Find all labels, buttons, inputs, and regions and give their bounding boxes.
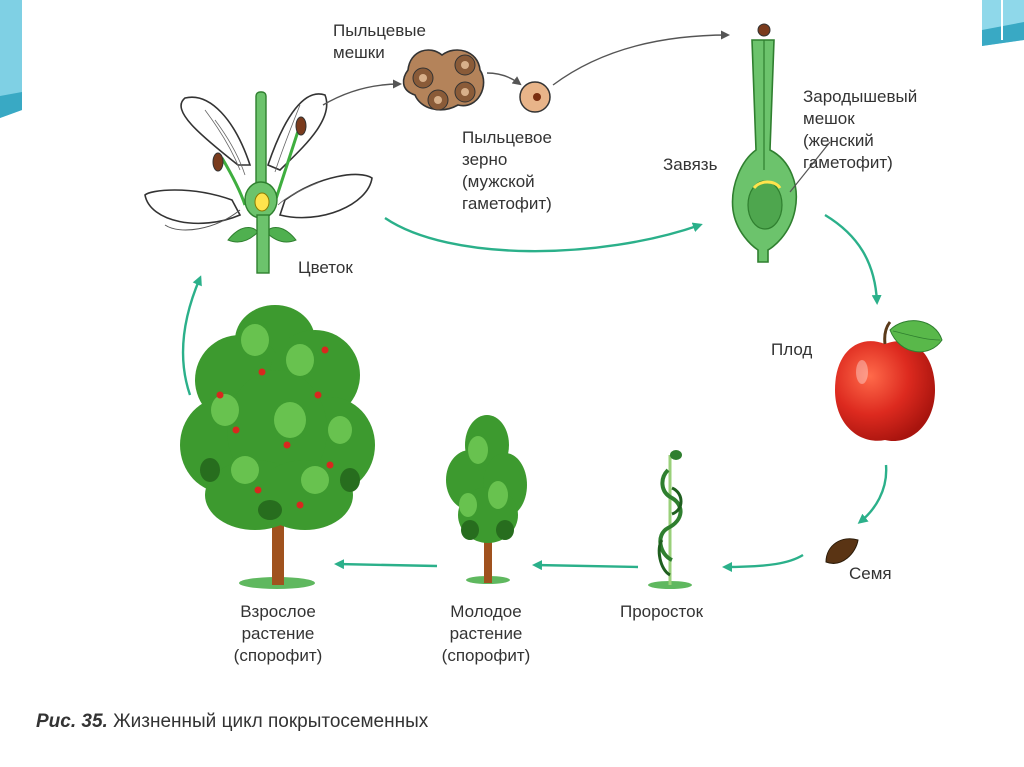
pollen-sacs-illustration bbox=[402, 49, 485, 111]
seed-illustration bbox=[825, 538, 859, 564]
fruit-label: Плод bbox=[771, 340, 813, 359]
pointer-arrows bbox=[322, 30, 831, 193]
ovary-illustration bbox=[731, 23, 797, 263]
young-plant-label: Молодое растение (спорофит) bbox=[441, 602, 531, 665]
young-plant-illustration bbox=[446, 415, 527, 584]
seedling-label: Проросток bbox=[620, 602, 704, 621]
seedling-illustration bbox=[648, 450, 692, 589]
pollen-grain-label: Пыльцевое зерно (мужской гаметофит) bbox=[462, 128, 552, 213]
cycle-arrows bbox=[181, 213, 888, 572]
pollen-sacs-label: Пыльцевые мешки bbox=[333, 21, 426, 62]
embryo-sac-label: Зародышевый мешок (женский гаметофит) bbox=[803, 87, 918, 172]
seed-label: Семя bbox=[849, 564, 892, 583]
figure-caption: Рис. 35. Жизненный цикл покрытосеменных bbox=[36, 711, 428, 733]
apple-illustration bbox=[835, 320, 943, 442]
ovary-label: Завязь bbox=[663, 155, 718, 174]
adult-plant-label: Взрослое растение (спорофит) bbox=[233, 602, 323, 665]
pollen-grain-illustration bbox=[519, 81, 551, 113]
figure-title: Жизненный цикл покрытосеменных bbox=[113, 711, 429, 732]
adult-plant-illustration bbox=[180, 305, 375, 589]
flower-illustration bbox=[144, 91, 373, 274]
figure-number: Рис. 35. bbox=[36, 711, 108, 732]
flower-label: Цветок bbox=[298, 258, 353, 277]
